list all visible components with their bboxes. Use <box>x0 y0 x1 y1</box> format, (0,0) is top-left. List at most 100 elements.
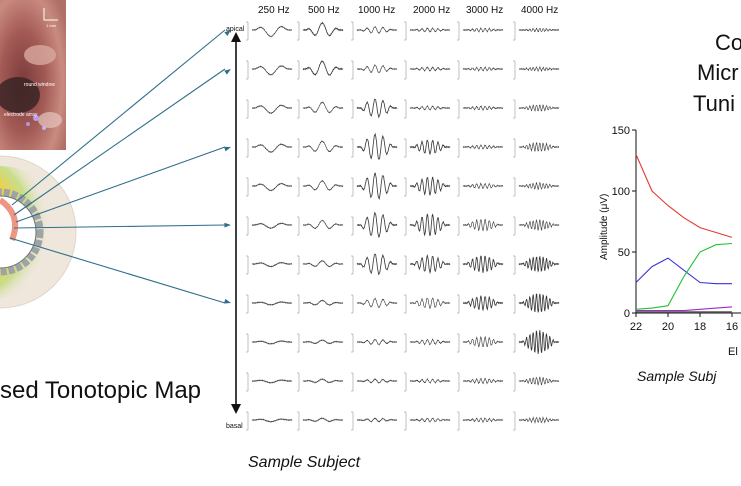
waveform-trace <box>518 104 560 112</box>
waveform-cell <box>404 372 451 392</box>
series-line <box>635 257 732 285</box>
waveform-trace <box>356 98 398 119</box>
waveform-cell <box>513 99 560 119</box>
waveform-trace <box>518 181 560 191</box>
y-axis-label: Amplitude (μV) <box>599 194 610 260</box>
waveform-cell <box>513 21 560 41</box>
waveform-trace <box>251 261 293 268</box>
waveform-cell <box>513 177 560 197</box>
waveform-cell <box>513 293 560 314</box>
waveform-cell <box>297 294 344 314</box>
electrode-arrow <box>13 224 226 229</box>
waveform-trace <box>251 300 293 306</box>
waveform-cell <box>246 216 293 236</box>
waveform-cell <box>457 255 504 275</box>
waveform-cell <box>297 372 344 392</box>
waveform-cell <box>457 138 504 158</box>
waveform-trace <box>462 182 504 190</box>
waveform-trace <box>409 104 451 111</box>
waveform-trace <box>251 25 292 38</box>
waveform-cell <box>513 138 560 158</box>
y-tick-label: 100 <box>612 186 630 198</box>
series-line <box>635 242 733 310</box>
waveform-cell <box>513 372 560 392</box>
electrode-arrow-head <box>224 298 231 304</box>
electrode-arrow-head <box>224 146 231 152</box>
waveform-trace <box>251 378 293 384</box>
waveform-trace <box>356 132 398 160</box>
waveform-trace <box>302 140 344 153</box>
waveform-cell <box>404 21 450 41</box>
waveform-trace <box>462 255 504 273</box>
waveform-cell <box>404 213 451 237</box>
waveform-cell <box>404 294 451 314</box>
cochlea-heatmap <box>0 155 77 309</box>
waveform-trace <box>356 417 398 423</box>
waveform-trace <box>462 144 504 150</box>
y-tick-label: 150 <box>612 125 630 137</box>
waveform-cell <box>246 60 293 80</box>
apical-label: apical <box>226 26 245 33</box>
waveform-cell <box>351 294 398 314</box>
electrode-arrow <box>11 29 226 206</box>
waveform-cells <box>246 21 560 431</box>
freq-header-500: 500 Hz <box>308 5 340 16</box>
waveform-trace <box>356 172 398 200</box>
waveform-trace <box>251 104 293 114</box>
waveform-cell <box>513 60 560 80</box>
waveform-trace <box>409 417 451 423</box>
y-tick-label: 50 <box>618 247 630 259</box>
waveform-trace <box>356 253 398 276</box>
waveform-trace <box>251 339 293 345</box>
waveform-trace <box>302 259 344 268</box>
waveform-trace <box>518 330 560 355</box>
x-tick-label: 18 <box>694 321 706 333</box>
waveform-cell <box>297 333 344 353</box>
basal-label: basal <box>226 423 243 430</box>
waveform-cell <box>457 216 503 236</box>
electrode-arrow <box>13 68 226 216</box>
waveform-cell <box>513 255 560 275</box>
waveform-cell <box>513 216 560 236</box>
waveform-cell <box>351 21 398 41</box>
waveform-trace <box>356 211 398 238</box>
series-line <box>635 154 733 238</box>
waveform-trace <box>302 101 344 114</box>
waveform-trace <box>303 299 344 306</box>
electrode-arrows <box>9 29 231 304</box>
waveform-cell <box>513 411 559 431</box>
waveform-trace <box>462 66 504 72</box>
waveform-trace <box>462 417 504 424</box>
waveform-trace <box>518 255 560 273</box>
waveform-trace <box>409 213 451 237</box>
waveform-trace <box>518 293 560 313</box>
waveform-grid: 250 Hz 500 Hz 1000 Hz 2000 Hz 3000 Hz 40… <box>226 5 560 471</box>
photo-scale-label: 1 mm <box>46 23 57 28</box>
waveform-cell <box>457 21 504 41</box>
waveform-cell <box>457 60 504 80</box>
frequency-headers: 250 Hz 500 Hz 1000 Hz 2000 Hz 3000 Hz 40… <box>258 5 558 16</box>
waveform-cell <box>457 177 504 197</box>
waveform-cell <box>351 211 398 238</box>
waveform-trace <box>462 295 504 312</box>
x-axis-label: El <box>728 346 738 358</box>
x-tick-label: 16 <box>726 321 738 333</box>
waveform-trace <box>251 65 293 76</box>
freq-header-3000: 3000 Hz <box>466 5 503 16</box>
waveform-cell <box>297 216 344 236</box>
waveform-trace <box>518 416 559 424</box>
waveform-cell <box>246 138 293 158</box>
chart-series <box>635 154 733 313</box>
waveform-cell <box>246 255 293 275</box>
waveform-trace <box>302 21 344 37</box>
right-caption: Sample Subj <box>637 368 717 384</box>
right-title-line-1: Co <box>715 30 741 55</box>
waveform-trace <box>302 378 344 384</box>
waveform-trace <box>409 139 451 155</box>
freq-header-2000: 2000 Hz <box>413 5 450 16</box>
apical-basal-axis <box>231 32 241 414</box>
waveform-cell <box>404 99 451 119</box>
